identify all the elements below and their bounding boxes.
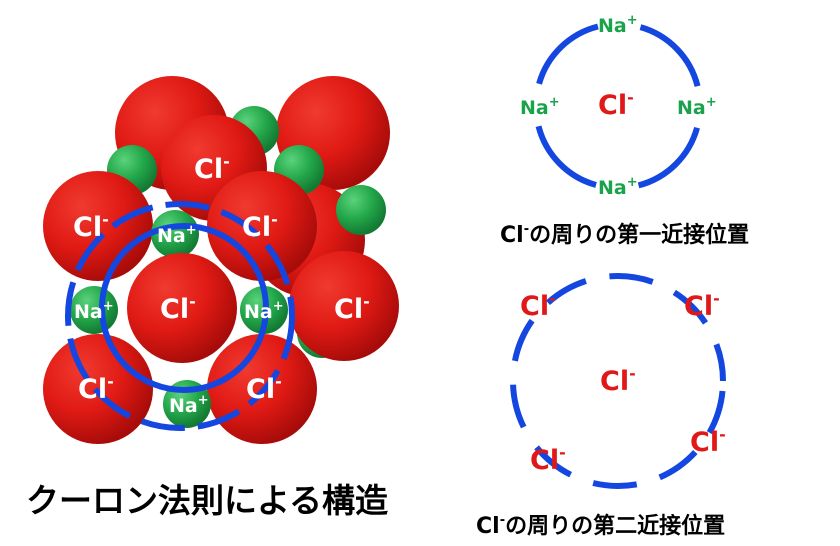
second-neighbor-top-left-label: Cl- <box>520 289 556 322</box>
second-neighbor-center-label: Cl- <box>600 364 636 397</box>
sodium-label-front-left: Na+ <box>74 299 114 323</box>
chloride-label-front-top-right: Cl- <box>242 210 278 243</box>
chloride-label-front-bottom-left: Cl- <box>78 372 114 405</box>
ion-cluster: Cl- Cl- Cl- Cl- Cl- Cl- Cl- Na+ Na+ Na+ … <box>43 76 399 444</box>
second-neighbor-diagram: Cl- Cl- Cl- Cl- Cl- <box>510 273 726 489</box>
first-neighbor-left-label: Na+ <box>520 95 560 119</box>
sodium-sphere-front-top <box>151 210 199 258</box>
second-neighbor-top-right-label: Cl- <box>684 289 720 322</box>
first-neighbor-ring <box>99 223 269 393</box>
second-neighbor-ring-dashed <box>65 201 295 431</box>
first-neighbor-diagram: Cl- Na+ Na+ Na+ Na+ <box>520 13 717 199</box>
main-caption: クーロン法則による構造 <box>26 481 388 520</box>
first-neighbor-top-label: Na+ <box>598 13 638 37</box>
second-neighbor-bottom-right-label: Cl- <box>690 425 726 458</box>
first-neighbor-center-label: Cl- <box>598 88 634 121</box>
sodium-label-front-top: Na+ <box>157 223 197 247</box>
first-neighbor-bottom-label: Na+ <box>598 175 638 199</box>
chloride-label-upper: Cl- <box>194 152 230 185</box>
chloride-label-front-bottom-right: Cl- <box>246 372 282 405</box>
sodium-label-front-right: Na+ <box>244 299 284 323</box>
second-neighbor-caption: Cl-の周りの第二近接位置 <box>476 513 725 539</box>
sodium-label-front-bottom: Na+ <box>169 393 209 417</box>
first-neighbor-caption: Cl-の周りの第一近接位置 <box>500 222 749 248</box>
second-neighbor-bottom-left-label: Cl- <box>530 443 566 476</box>
sodium-sphere-back-4 <box>336 185 386 235</box>
second-neighbor-diagram-ring <box>510 273 726 489</box>
chloride-sphere-right <box>289 251 399 361</box>
first-neighbor-right-label: Na+ <box>677 95 717 119</box>
chloride-sphere-front-top-right <box>207 171 317 281</box>
chloride-label-center: Cl- <box>160 292 196 325</box>
chloride-label-right: Cl- <box>334 292 370 325</box>
chloride-label-front-top-left: Cl- <box>73 210 109 243</box>
chloride-sphere-center <box>127 253 237 363</box>
